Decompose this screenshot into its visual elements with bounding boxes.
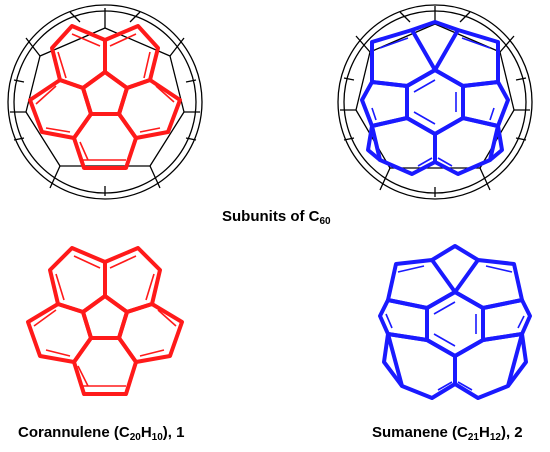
- subunits-label-subscript: 60: [319, 216, 331, 227]
- corannulene-label-sub2: 10: [151, 432, 163, 443]
- c60-corannulene-subunit: [7, 4, 203, 200]
- sumanene-label-sub2: 12: [489, 432, 501, 443]
- sumanene-subunit-blue: [360, 20, 510, 176]
- corannulene-subunit-inner-bonds: [35, 33, 175, 161]
- corannulene-bonds: [26, 246, 184, 396]
- sumanene-label-suffix: ), 2: [500, 424, 523, 441]
- sumanene-label-sub1: 21: [467, 432, 479, 443]
- corannulene-subunit-red: [28, 24, 182, 170]
- sumanene-label-mid: H: [478, 424, 490, 441]
- sumanene-label-prefix: Sumanene (C: [372, 424, 468, 441]
- corannulene-label-suffix: ), 1: [162, 424, 185, 441]
- corannulene-label-mid: H: [140, 424, 152, 441]
- corannulene-label-prefix: Corannulene (C: [18, 424, 130, 441]
- corannulene-structure: [26, 246, 184, 396]
- sumanene-subunit-inner-bonds: [371, 37, 495, 167]
- sumanene-label: Sumanene (C21H12), 2: [372, 424, 523, 443]
- corannulene-inner-bonds: [33, 255, 177, 387]
- corannulene-label-sub1: 20: [129, 432, 141, 443]
- sumanene-structure: [378, 244, 532, 400]
- c60-sumanene-subunit: [337, 4, 533, 200]
- subunits-label-text: Subunits of C: [222, 208, 320, 225]
- corannulene-label: Corannulene (C20H10), 1: [18, 424, 185, 443]
- subunits-label: Subunits of C60: [222, 208, 331, 227]
- sumanene-bonds: [378, 244, 532, 400]
- c60-cage-right: [337, 4, 533, 200]
- sumanene-inner-bonds: [385, 265, 525, 391]
